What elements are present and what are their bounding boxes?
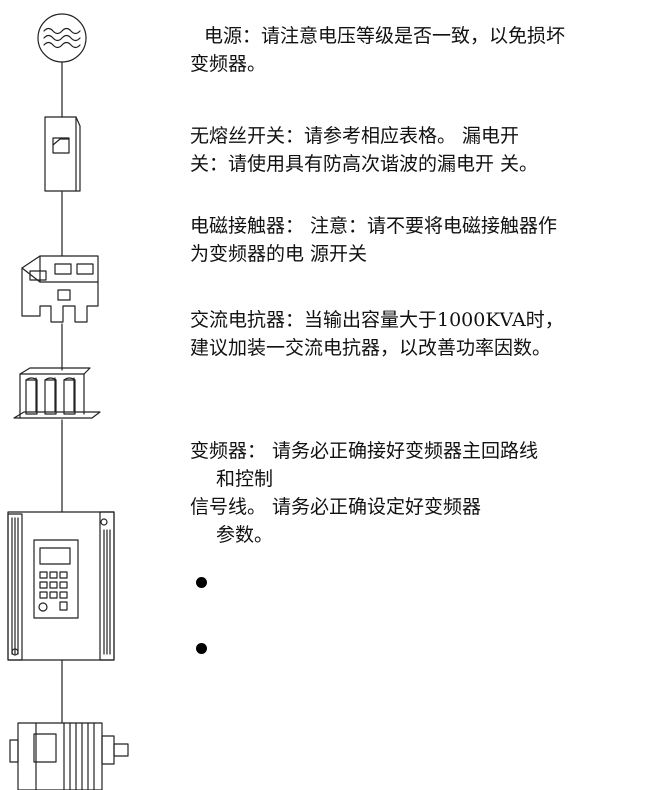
- inverter-description: 变频器： 请务必正确接好变频器主回路线 和控制 信号线。 请务必正确设定好变频器…: [190, 437, 538, 549]
- text-line: 信号线。 请务必正确设定好变频器: [190, 496, 482, 518]
- ac-power-source-icon: [37, 13, 87, 63]
- text-line: 交流电抗器：当输出容量大于1000KVA时，: [190, 309, 564, 331]
- ac-reactor-icon: [13, 367, 101, 419]
- text-line: 无熔丝开关：请参考相应表格。 漏电开: [190, 125, 520, 147]
- inverter-icon: [7, 511, 115, 661]
- motor-icon: [9, 722, 129, 790]
- contactor-description: 电磁接触器： 注意：请不要将电磁接触器作 为变频器的电 源开关: [190, 212, 557, 268]
- text-line: 电磁接触器： 注意：请不要将电磁接触器作: [190, 215, 558, 237]
- text-line: 变频器： 请务必正确接好变频器主回路线: [190, 440, 539, 462]
- circuit-breaker-icon: [44, 116, 81, 192]
- text-line: 为变频器的电 源开关: [190, 243, 368, 265]
- text-line: 参数。: [216, 524, 274, 546]
- bullet-point: [196, 577, 207, 588]
- wiring-diagram: [0, 0, 130, 790]
- bullet-point: [196, 643, 207, 654]
- text-line: 变频器。: [190, 53, 267, 75]
- power-source-description: 电源：请注意电压等级是否一致，以免损坏 变频器。: [190, 22, 565, 78]
- text-line: 和控制: [216, 468, 274, 490]
- text-line: 关：请使用具有防高次谐波的漏电开 关。: [190, 153, 539, 175]
- text-line: 电源：请注意电压等级是否一致，以免损坏: [204, 25, 566, 47]
- magnetic-contactor-icon: [21, 255, 99, 323]
- text-line: 建议加装一交流电抗器，以改善功率因数。: [190, 337, 552, 359]
- reactor-description: 交流电抗器：当输出容量大于1000KVA时， 建议加装一交流电抗器，以改善功率因…: [190, 306, 564, 362]
- circuit-breaker-description: 无熔丝开关：请参考相应表格。 漏电开 关：请使用具有防高次谐波的漏电开 关。: [190, 122, 538, 178]
